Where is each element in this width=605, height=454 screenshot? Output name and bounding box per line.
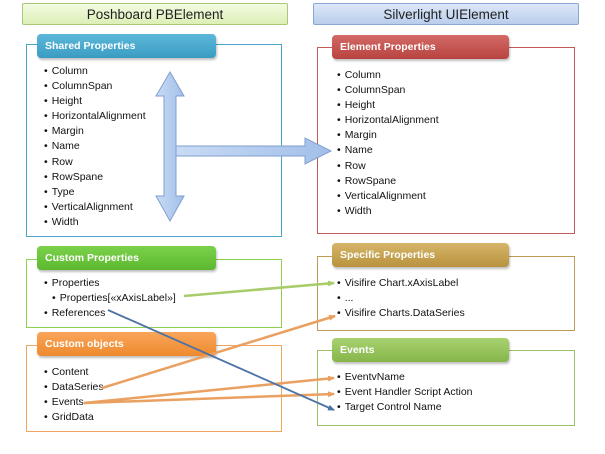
list-item: Properties	[44, 276, 176, 291]
list-item: RowSpane	[337, 174, 439, 189]
events-title: Events	[332, 338, 509, 362]
poshboard-header: Poshboard PBElement	[22, 3, 288, 25]
list-item: HorizontalAlignment	[44, 109, 146, 124]
element-properties-list: Column ColumnSpan Height HorizontalAlign…	[337, 68, 439, 219]
element-properties-title: Element Properties	[332, 35, 509, 59]
shared-properties-list: Column ColumnSpan Height HorizontalAlign…	[44, 64, 146, 230]
list-item: Height	[337, 98, 439, 113]
list-item: Height	[44, 94, 146, 109]
list-item: Margin	[44, 124, 146, 139]
list-item: Column	[337, 68, 439, 83]
list-item: Visifire Chart.xAxisLabel	[337, 276, 465, 291]
list-item: References	[44, 306, 176, 321]
list-item: Width	[337, 204, 439, 219]
list-item: Events	[44, 395, 104, 410]
list-item: Target Control Name	[337, 400, 473, 415]
list-item: Event Handler Script Action	[337, 385, 473, 400]
list-item: Row	[44, 155, 146, 170]
list-item: Properties[«xAxisLabel»]	[44, 291, 176, 306]
list-item: Visifire Charts.DataSeries	[337, 306, 465, 321]
custom-properties-title: Custom Properties	[37, 246, 216, 270]
list-item: ...	[337, 291, 465, 306]
list-item: ColumnSpan	[44, 79, 146, 94]
custom-objects-title: Custom objects	[37, 332, 216, 356]
events-list: EventvName Event Handler Script Action T…	[337, 370, 473, 415]
list-item: VerticalAlignment	[337, 189, 439, 204]
list-item: Name	[44, 139, 146, 154]
shared-properties-title: Shared Properties	[37, 34, 216, 58]
specific-properties-list: Visifire Chart.xAxisLabel ... Visifire C…	[337, 276, 465, 321]
list-item: Margin	[337, 128, 439, 143]
specific-properties-title: Specific Properties	[332, 243, 509, 267]
list-item: GridData	[44, 410, 104, 425]
list-item: Content	[44, 365, 104, 380]
list-item: Type	[44, 185, 146, 200]
custom-properties-list: Properties Properties[«xAxisLabel»] Refe…	[44, 276, 176, 321]
list-item: EventvName	[337, 370, 473, 385]
list-item: Width	[44, 215, 146, 230]
list-item: Name	[337, 143, 439, 158]
list-item: DataSeries	[44, 380, 104, 395]
list-item: Column	[44, 64, 146, 79]
list-item: Row	[337, 159, 439, 174]
silverlight-header: Silverlight UIElement	[313, 3, 579, 25]
list-item: ColumnSpan	[337, 83, 439, 98]
list-item: RowSpane	[44, 170, 146, 185]
list-item: VerticalAlignment	[44, 200, 146, 215]
list-item: HorizontalAlignment	[337, 113, 439, 128]
custom-objects-list: Content DataSeries Events GridData	[44, 365, 104, 425]
